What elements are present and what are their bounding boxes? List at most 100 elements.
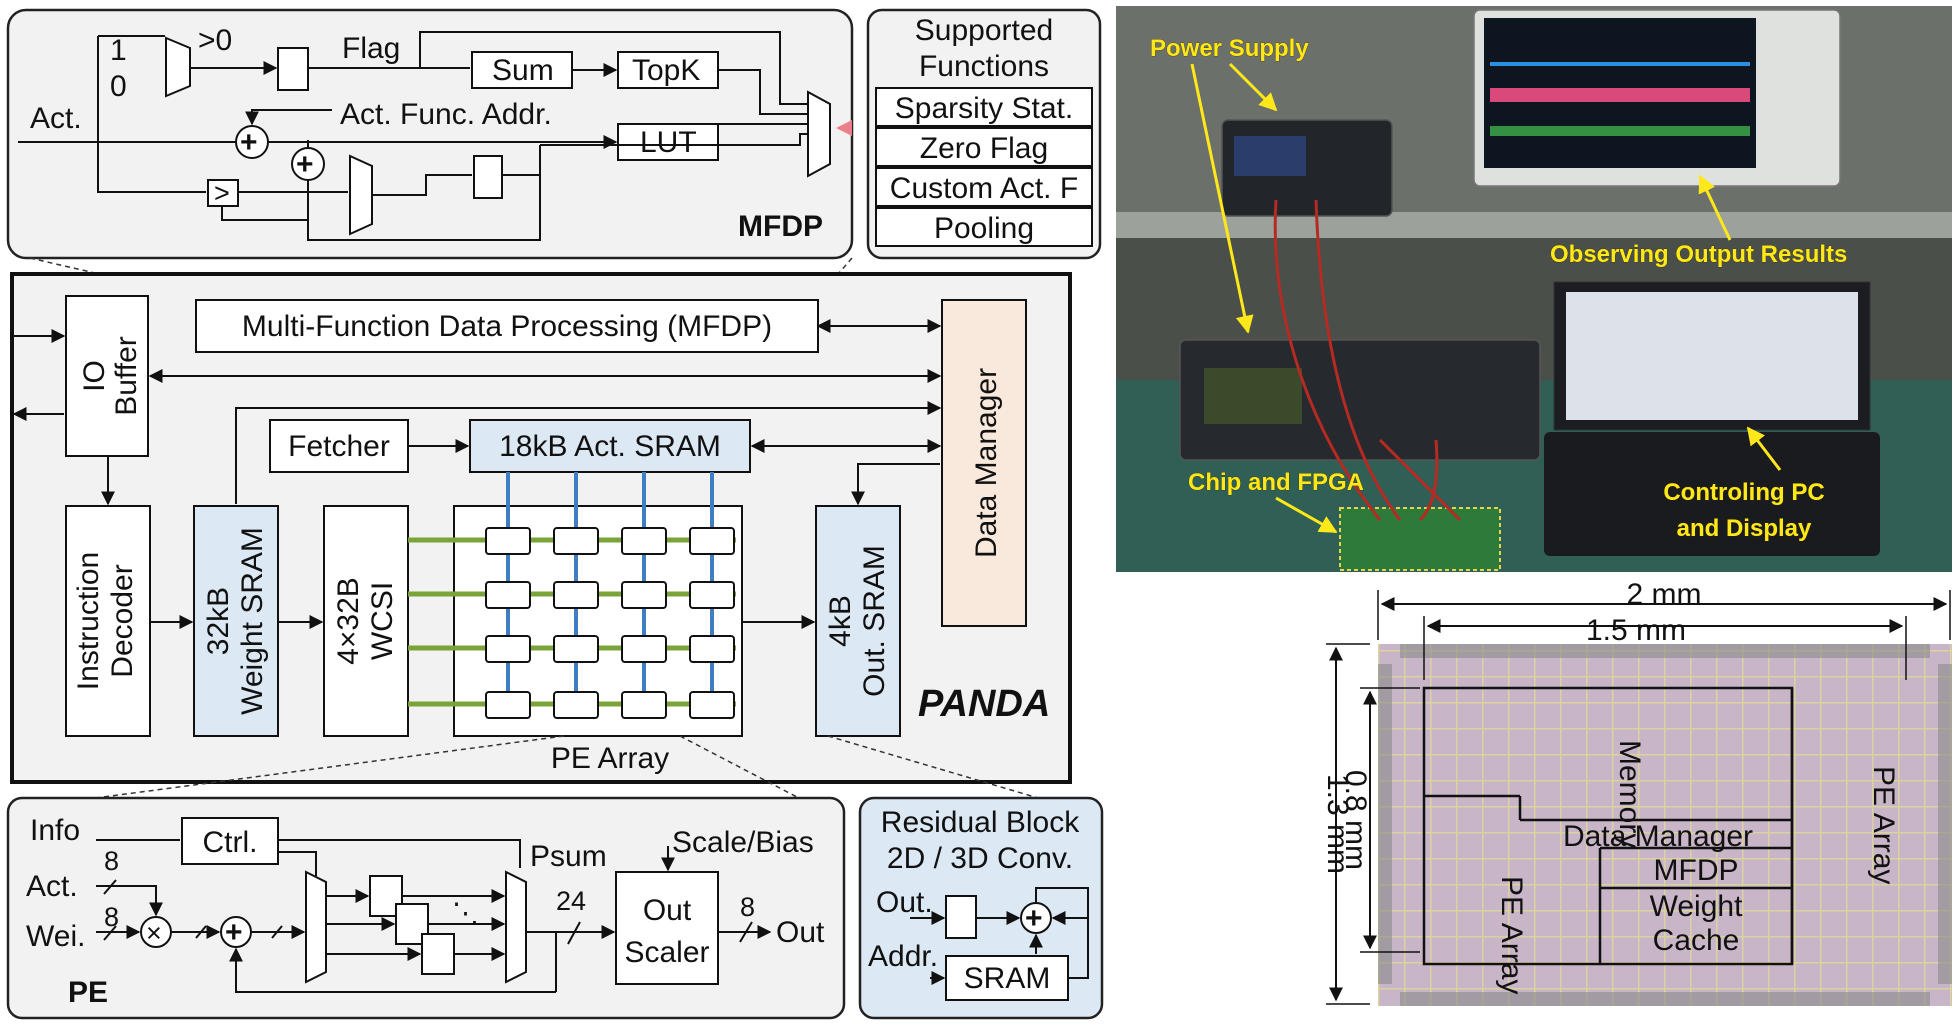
power-supply-arrow-1 bbox=[1228, 62, 1278, 112]
out-scaler-block bbox=[615, 871, 719, 985]
gt-zero-label: >0 bbox=[198, 24, 232, 57]
info-label: Info bbox=[30, 814, 80, 847]
comparator-symbol: > bbox=[214, 178, 230, 208]
processing-element bbox=[621, 527, 667, 555]
mfdp-block-label: Multi-Function Data Processing (MFDP) bbox=[242, 310, 772, 343]
residual-addr-label: Addr. bbox=[868, 940, 938, 973]
act-sram-block bbox=[469, 419, 751, 473]
panda-title: PANDA bbox=[918, 683, 1050, 725]
lut-label: LUT bbox=[640, 126, 697, 159]
pool-wires bbox=[148, 140, 541, 241]
processing-element bbox=[485, 691, 531, 719]
mfdp-block bbox=[195, 299, 819, 353]
weight-sram-block bbox=[193, 505, 279, 737]
pe-panel: PE Info Ctrl. Act. 8 Wei. 8 × + ⋱ Psum 2… bbox=[6, 796, 846, 1020]
chip-fpga-arrow bbox=[1275, 496, 1338, 534]
topk-to-mux-wire bbox=[718, 69, 808, 115]
residual-sram-label: SRAM bbox=[964, 962, 1051, 995]
supported-functions-header-1: Supported bbox=[915, 14, 1053, 47]
die-data-manager-label: Data Manager bbox=[1563, 820, 1753, 853]
die-mfdp-label: MFDP bbox=[1654, 854, 1739, 887]
io-buffer-block bbox=[65, 295, 149, 457]
topk-label: TopK bbox=[632, 54, 700, 87]
wei-label: Wei. bbox=[26, 920, 85, 953]
die-photo: Memory PE Array PE Array Data Manager MF… bbox=[1378, 644, 1952, 1006]
residual-sram-block bbox=[945, 955, 1069, 1001]
processing-element bbox=[485, 635, 531, 663]
die-weight-cache-label-1: Weight bbox=[1650, 890, 1743, 923]
function-item-4: Pooling bbox=[934, 212, 1034, 245]
photo-cables bbox=[1273, 199, 1462, 522]
controlling-pc-annotation-2: and Display bbox=[1677, 515, 1812, 542]
pe-zoom-lines bbox=[19, 735, 1073, 809]
scale-bias-label: Scale/Bias bbox=[672, 826, 814, 859]
die-weight-cache-label-2: Cache bbox=[1653, 924, 1740, 957]
die-bond-pads bbox=[1378, 644, 1952, 1006]
output-mux bbox=[807, 90, 831, 178]
laptop-keyboard bbox=[1544, 432, 1880, 556]
act-func-addr-wire bbox=[245, 109, 332, 126]
lut-to-mux-wire bbox=[717, 123, 808, 142]
io-buffer-label-2: Buffer bbox=[110, 336, 143, 416]
dim-08mm-label: 0.8 mm bbox=[1339, 770, 1372, 870]
processing-element bbox=[621, 691, 667, 719]
wei-width-label: 8 bbox=[104, 902, 119, 932]
sum-label: Sum bbox=[492, 54, 554, 87]
power-supply-arrow-2 bbox=[1190, 63, 1254, 334]
act-branch-wires bbox=[97, 35, 250, 193]
mux-input-one: 1 bbox=[110, 34, 127, 67]
act-label: Act. bbox=[26, 870, 78, 903]
chip-fpga-annotation: Chip and FPGA bbox=[1188, 469, 1364, 496]
processing-element bbox=[689, 581, 735, 609]
mux-to-functions-arrow bbox=[836, 120, 852, 136]
observing-output-annotation: Observing Output Results bbox=[1550, 241, 1847, 268]
act-width-label: 8 bbox=[104, 846, 119, 876]
residual-wires bbox=[910, 887, 1089, 985]
processing-element bbox=[689, 691, 735, 719]
ctrl-label: Ctrl. bbox=[203, 826, 258, 859]
processing-element bbox=[553, 691, 599, 719]
out-width-label: 8 bbox=[740, 892, 755, 922]
topk-block bbox=[617, 51, 719, 89]
data-manager-label: Data Manager bbox=[970, 368, 1003, 558]
function-item-1: Sparsity Stat. bbox=[895, 92, 1073, 125]
fetcher-label: Fetcher bbox=[288, 430, 390, 463]
psum-mux bbox=[505, 870, 527, 984]
scope-trace-pink bbox=[1490, 88, 1750, 102]
function-item-2: Zero Flag bbox=[920, 132, 1048, 165]
pool-reg-out-wire bbox=[502, 133, 808, 176]
dim-2mm-label: 2 mm bbox=[1627, 578, 1702, 611]
mux-input-zero: 0 bbox=[110, 70, 127, 103]
processing-element bbox=[621, 635, 667, 663]
wcsi-label-1: 4×32B bbox=[332, 577, 365, 665]
power-supply-screen bbox=[1234, 136, 1306, 176]
out-scaler-label-1: Out bbox=[643, 894, 692, 927]
flag-wires bbox=[308, 31, 810, 105]
residual-title-2: 2D / 3D Conv. bbox=[887, 842, 1073, 875]
processing-element bbox=[485, 527, 531, 555]
accum-mux bbox=[305, 870, 327, 984]
psum-register-3 bbox=[421, 933, 455, 975]
die-pe-array-right-label: PE Array bbox=[1867, 766, 1900, 884]
supported-functions-header-2: Functions bbox=[919, 50, 1049, 83]
fetcher-block bbox=[269, 419, 409, 473]
function-item-box-3 bbox=[875, 167, 1093, 207]
residual-panel: Residual Block 2D / 3D Conv. Out. Addr. … bbox=[858, 796, 1104, 1020]
flag-mux bbox=[165, 36, 191, 98]
second-supply-screen bbox=[1204, 368, 1302, 424]
processing-element bbox=[553, 635, 599, 663]
controlling-pc-annotation-1: Controling PC bbox=[1663, 479, 1824, 506]
out-sram-label-2: Out. SRAM bbox=[858, 545, 891, 697]
processing-element bbox=[689, 635, 735, 663]
flag-label: Flag bbox=[342, 32, 400, 65]
pool-adder-symbol: + bbox=[296, 148, 314, 181]
instruction-decoder-block bbox=[65, 505, 151, 737]
weight-sram-label-2: Weight SRAM bbox=[236, 527, 269, 715]
scope-trace-blue bbox=[1490, 62, 1750, 66]
pool-mux bbox=[349, 154, 373, 236]
pool-register bbox=[473, 155, 503, 199]
processing-element bbox=[553, 527, 599, 555]
processing-element bbox=[485, 581, 531, 609]
pe-grid bbox=[408, 472, 736, 719]
